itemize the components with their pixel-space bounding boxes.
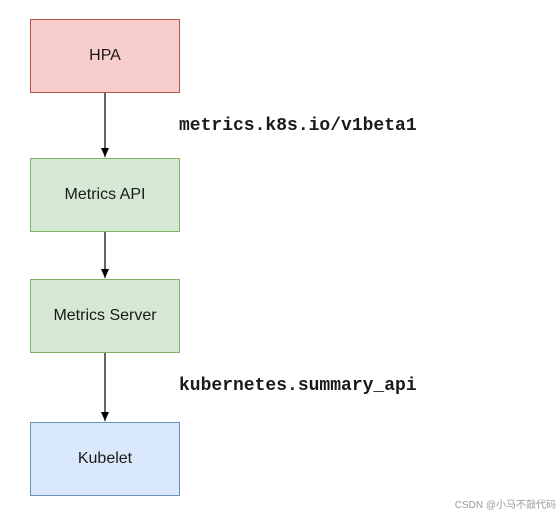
node-metrics-api-label: Metrics API (64, 186, 146, 203)
node-metrics-server: Metrics Server (30, 279, 180, 353)
node-kubelet: Kubelet (30, 422, 180, 496)
node-metrics-api: Metrics API (30, 158, 180, 232)
edge-label-metrics-api-group: metrics.k8s.io/v1beta1 (179, 116, 417, 136)
node-hpa-label: HPA (89, 47, 121, 64)
watermark: CSDN @小马不敲代码 (454, 500, 556, 511)
node-metrics-server-label: Metrics Server (53, 307, 157, 324)
node-hpa: HPA (30, 19, 180, 93)
edge-label-summary-api: kubernetes.summary_api (179, 376, 417, 396)
node-kubelet-label: Kubelet (77, 450, 133, 467)
